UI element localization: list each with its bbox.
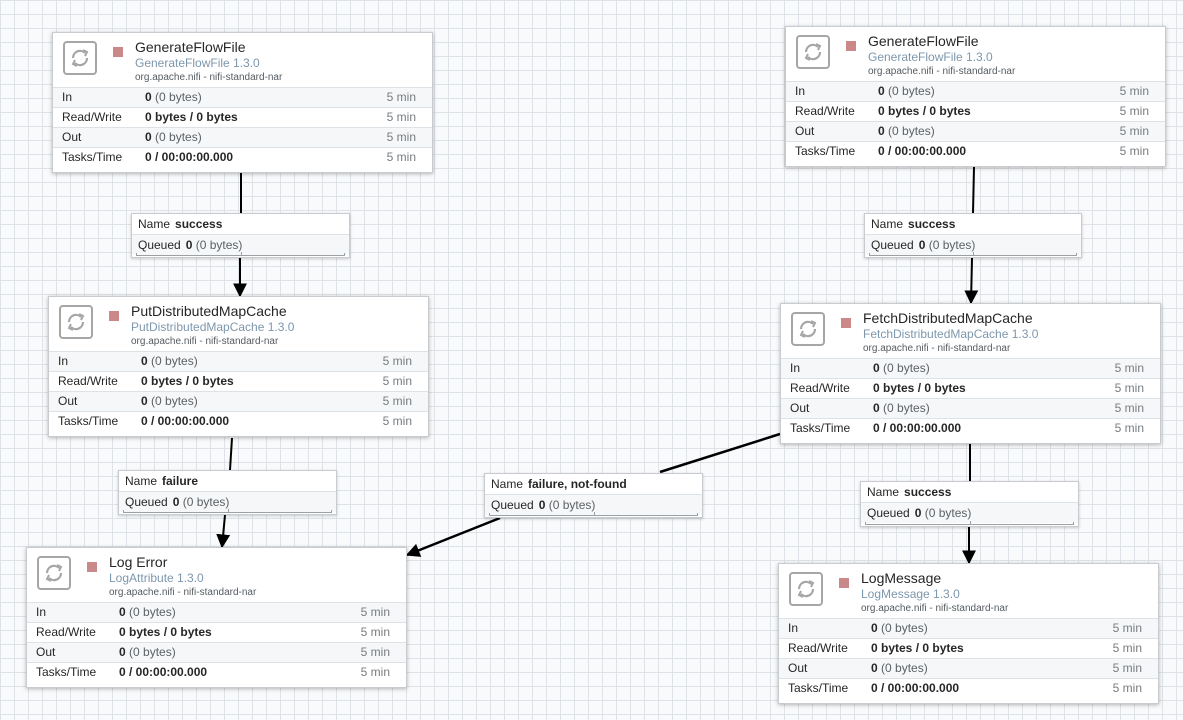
- processor-bundle: org.apache.nifi - nifi-standard-nar: [131, 336, 279, 347]
- stat-in: In 0 (0 bytes) 5 min: [49, 351, 428, 371]
- processor-icon: [59, 305, 93, 339]
- processor-name: GenerateFlowFile: [868, 33, 979, 49]
- processor-bundle: org.apache.nifi - nifi-standard-nar: [861, 603, 1009, 614]
- processor-type: FetchDistributedMapCache 1.3.0: [863, 327, 1039, 341]
- stat-in: In 0 (0 bytes) 5 min: [27, 602, 406, 622]
- processor-type: GenerateFlowFile 1.3.0: [868, 50, 993, 64]
- processor-bundle: org.apache.nifi - nifi-standard-nar: [109, 587, 257, 598]
- stat-tasks-time: Tasks/Time 0 / 00:00:00.000 5 min: [27, 662, 406, 682]
- stat-out: Out 0 (0 bytes) 5 min: [53, 127, 432, 147]
- processor-name: LogMessage: [861, 570, 942, 586]
- stat-out: Out 0 (0 bytes) 5 min: [786, 121, 1165, 141]
- processor-put-distributed-map-cache[interactable]: PutDistributedMapCache PutDistributedMap…: [48, 296, 429, 437]
- stat-in: In 0 (0 bytes) 5 min: [781, 358, 1160, 378]
- stat-in: In 0 (0 bytes) 5 min: [779, 618, 1158, 638]
- stat-read-write: Read/Write 0 bytes / 0 bytes 5 min: [786, 101, 1165, 121]
- processor-icon: [37, 556, 71, 590]
- processor-type: LogMessage 1.3.0: [861, 587, 960, 601]
- stat-tasks-time: Tasks/Time 0 / 00:00:00.000 5 min: [53, 147, 432, 167]
- processor-name: GenerateFlowFile: [135, 39, 246, 55]
- processor-generate-flowfile-2[interactable]: GenerateFlowFile GenerateFlowFile 1.3.0 …: [785, 26, 1166, 167]
- processor-name: FetchDistributedMapCache: [863, 310, 1033, 326]
- backpressure-bar: [136, 252, 345, 256]
- stat-read-write: Read/Write 0 bytes / 0 bytes 5 min: [27, 622, 406, 642]
- stat-out: Out 0 (0 bytes) 5 min: [27, 642, 406, 662]
- stat-read-write: Read/Write 0 bytes / 0 bytes 5 min: [53, 107, 432, 127]
- processor-icon: [63, 41, 97, 75]
- connection-line-gen2-fetch[interactable]: [972, 166, 975, 214]
- processor-icon: [789, 572, 823, 606]
- processor-name: Log Error: [109, 554, 168, 570]
- stat-tasks-time: Tasks/Time 0 / 00:00:00.000 5 min: [786, 141, 1165, 161]
- processor-type: GenerateFlowFile 1.3.0: [135, 56, 260, 70]
- stat-tasks-time: Tasks/Time 0 / 00:00:00.000 5 min: [49, 411, 428, 431]
- backpressure-bar: [865, 521, 1074, 525]
- processor-name: PutDistributedMapCache: [131, 303, 287, 319]
- processor-bundle: org.apache.nifi - nifi-standard-nar: [863, 343, 1011, 354]
- stopped-state-icon: [841, 318, 851, 328]
- backpressure-bar: [489, 512, 698, 516]
- processor-log-error[interactable]: Log Error LogAttribute 1.3.0 org.apache.…: [26, 547, 407, 688]
- stat-in: In 0 (0 bytes) 5 min: [786, 81, 1165, 101]
- connection-line-fetch-logerror-end[interactable]: [405, 516, 501, 557]
- stat-read-write: Read/Write 0 bytes / 0 bytes 5 min: [779, 638, 1158, 658]
- stopped-state-icon: [87, 562, 97, 572]
- stopped-state-icon: [846, 41, 856, 51]
- connection-line-gen2-fetch-end[interactable]: [964, 257, 979, 305]
- processor-type: PutDistributedMapCache 1.3.0: [131, 320, 295, 334]
- stat-out: Out 0 (0 bytes) 5 min: [781, 398, 1160, 418]
- backpressure-bar: [123, 509, 332, 513]
- backpressure-bar: [869, 252, 1077, 256]
- stat-in: In 0 (0 bytes) 5 min: [53, 87, 432, 107]
- processor-bundle: org.apache.nifi - nifi-standard-nar: [135, 72, 283, 83]
- stat-read-write: Read/Write 0 bytes / 0 bytes 5 min: [781, 378, 1160, 398]
- stopped-state-icon: [113, 47, 123, 57]
- stopped-state-icon: [109, 311, 119, 321]
- processor-icon: [796, 35, 830, 69]
- processor-bundle: org.apache.nifi - nifi-standard-nar: [868, 66, 1016, 77]
- stat-out: Out 0 (0 bytes) 5 min: [49, 391, 428, 411]
- connection-line-put-logerror-end[interactable]: [216, 514, 231, 549]
- stat-tasks-time: Tasks/Time 0 / 00:00:00.000 5 min: [781, 418, 1160, 438]
- connection-line-fetch-logerror[interactable]: [659, 432, 781, 474]
- processor-generate-flowfile-1[interactable]: GenerateFlowFile GenerateFlowFile 1.3.0 …: [52, 32, 433, 173]
- stat-read-write: Read/Write 0 bytes / 0 bytes 5 min: [49, 371, 428, 391]
- stopped-state-icon: [839, 578, 849, 588]
- connection-line-put-logerror[interactable]: [229, 437, 233, 471]
- stat-out: Out 0 (0 bytes) 5 min: [779, 658, 1158, 678]
- processor-log-message[interactable]: LogMessage LogMessage 1.3.0 org.apache.n…: [778, 563, 1159, 704]
- processor-icon: [791, 312, 825, 346]
- processor-type: LogAttribute 1.3.0: [109, 571, 204, 585]
- processor-fetch-distributed-map-cache[interactable]: FetchDistributedMapCache FetchDistribute…: [780, 303, 1161, 444]
- stat-tasks-time: Tasks/Time 0 / 00:00:00.000 5 min: [779, 678, 1158, 698]
